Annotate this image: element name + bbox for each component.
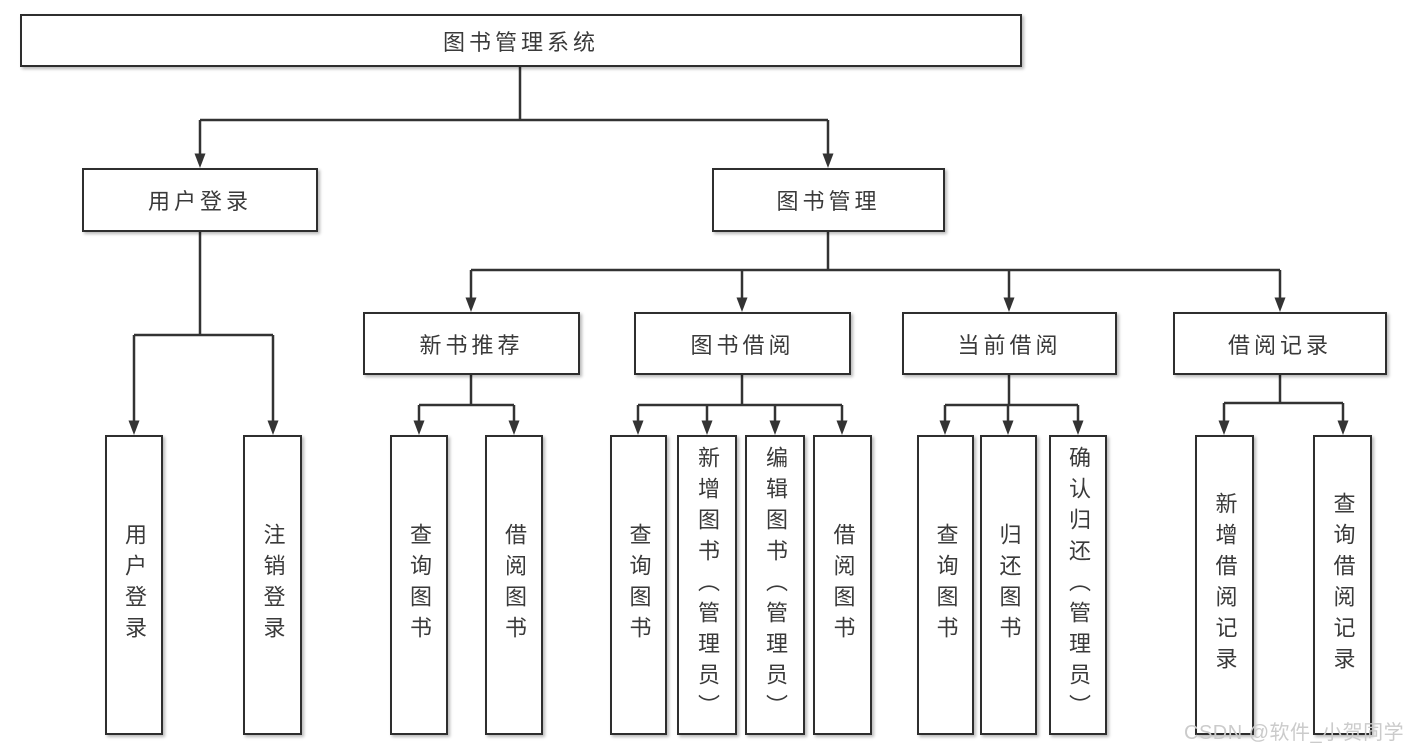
arrowhead-down-icon	[736, 297, 748, 312]
node-borrow-records: 借阅记录	[1173, 312, 1387, 375]
connector-records-to-leaves	[1218, 375, 1349, 435]
leaf-borrow-borrow-book: 借阅图书	[813, 435, 872, 735]
node-book-management: 图书管理	[712, 168, 945, 232]
leaf-current-return-book: 归还图书	[980, 435, 1037, 735]
arrowhead-down-icon	[1218, 420, 1230, 435]
node-new-book-recommend: 新书推荐	[363, 312, 580, 375]
node-user-login: 用户登录	[82, 168, 318, 232]
node-current-borrow: 当前借阅	[902, 312, 1117, 375]
leaf-current-query-book: 查询图书	[917, 435, 974, 735]
arrowhead-down-icon	[194, 153, 206, 168]
leaf-records-add-record: 新增借阅记录	[1195, 435, 1254, 735]
arrowhead-down-icon	[701, 420, 713, 435]
arrowhead-down-icon	[1072, 420, 1084, 435]
arrowhead-down-icon	[128, 420, 140, 435]
arrowhead-down-icon	[1003, 297, 1015, 312]
connector-borrow-to-leaves	[632, 375, 848, 435]
connector-root-to-branches	[194, 67, 834, 168]
leaf-borrow-edit-book-admin: 编辑图书（管理员）	[745, 435, 805, 735]
leaf-records-query-record: 查询借阅记录	[1313, 435, 1372, 735]
arrowhead-down-icon	[836, 420, 848, 435]
connector-current-to-leaves	[939, 375, 1084, 435]
arrowhead-down-icon	[822, 153, 834, 168]
arrowhead-down-icon	[632, 420, 644, 435]
watermark-text: CSDN @软件_小贺同学	[1184, 722, 1405, 744]
leaf-recommend-query-book: 查询图书	[390, 435, 448, 735]
connector-recommend-to-leaves	[413, 375, 520, 435]
connector-login-to-leaves	[128, 232, 279, 435]
leaf-user-login: 用户登录	[105, 435, 163, 735]
arrowhead-down-icon	[413, 420, 425, 435]
arrowhead-down-icon	[465, 297, 477, 312]
leaf-logout: 注销登录	[243, 435, 302, 735]
arrowhead-down-icon	[769, 420, 781, 435]
leaf-borrow-query-book: 查询图书	[610, 435, 667, 735]
arrowhead-down-icon	[939, 420, 951, 435]
arrowhead-down-icon	[1337, 420, 1349, 435]
leaf-recommend-borrow-book: 借阅图书	[485, 435, 543, 735]
arrowhead-down-icon	[1274, 297, 1286, 312]
leaf-current-confirm-return-admin: 确认归还（管理员）	[1049, 435, 1107, 735]
arrowhead-down-icon	[508, 420, 520, 435]
arrowhead-down-icon	[267, 420, 279, 435]
connector-mgmt-to-sections	[465, 232, 1286, 312]
leaf-borrow-add-book-admin: 新增图书（管理员）	[677, 435, 737, 735]
node-root-system: 图书管理系统	[20, 14, 1022, 67]
node-book-borrow: 图书借阅	[634, 312, 851, 375]
arrowhead-down-icon	[1002, 420, 1014, 435]
